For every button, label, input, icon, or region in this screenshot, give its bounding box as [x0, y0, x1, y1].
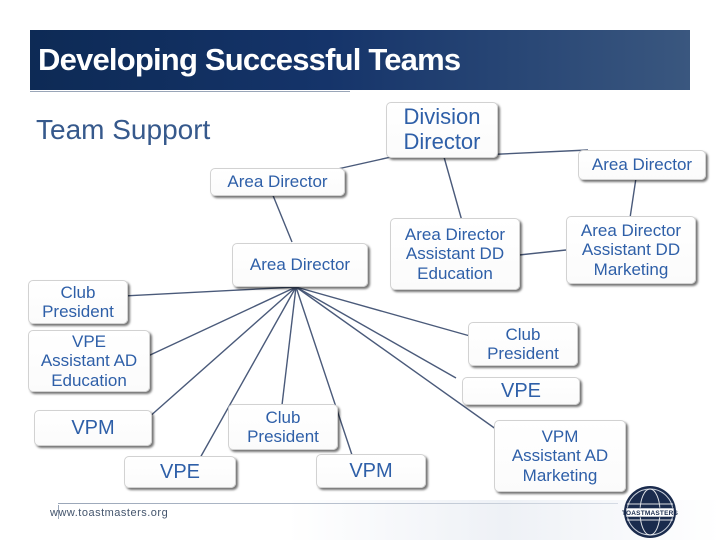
- area-director-assistant-education-box: Area Director Assistant DD Education: [390, 218, 520, 290]
- club-president-left-box: Club President: [28, 280, 128, 324]
- connector-line: [147, 286, 297, 419]
- connector-line: [443, 156, 463, 222]
- connector-line: [295, 286, 501, 433]
- title-divider: [30, 91, 350, 92]
- vpm-bottom-box: VPM: [316, 454, 426, 488]
- page-title: Developing Successful Teams: [38, 42, 461, 77]
- connector-line: [479, 149, 589, 156]
- vpe-assistant-ad-education-box: VPE Assistant AD Education: [28, 330, 150, 392]
- connector-line: [123, 286, 297, 297]
- toastmasters-logo-icon: TOASTMASTERS: [622, 486, 678, 538]
- connector-line: [271, 192, 293, 243]
- connector-line: [147, 286, 297, 357]
- area-director-assistant-marketing-box: Area Director Assistant DD Marketing: [566, 216, 696, 284]
- vpe-bottom-box: VPE: [124, 456, 236, 488]
- footer-divider: [58, 503, 618, 504]
- connector-line: [295, 286, 353, 456]
- connector-line: [295, 286, 457, 379]
- area-director-upper-box: Area Director: [210, 168, 345, 196]
- footer-tick: [58, 505, 59, 519]
- area-director-middle-box: Area Director: [232, 243, 368, 287]
- footer-url: www.toastmasters.org: [50, 507, 169, 519]
- vpe-right-box: VPE: [462, 377, 580, 405]
- club-president-center-box: Club President: [228, 404, 338, 450]
- title-bar: [30, 30, 690, 90]
- area-director-top-right-box: Area Director: [578, 150, 706, 180]
- logo-lettering: TOASTMASTERS: [622, 510, 678, 517]
- division-director-box: Division Director: [386, 102, 498, 158]
- connector-line: [199, 286, 297, 459]
- connector-line: [281, 286, 297, 406]
- subtitle: Team Support: [36, 114, 211, 145]
- connector-line: [518, 249, 567, 256]
- connector-line: [629, 177, 637, 219]
- vpm-assistant-ad-marketing-box: VPM Assistant AD Marketing: [494, 420, 626, 492]
- club-president-right-box: Club President: [468, 322, 578, 366]
- footer-band: [0, 500, 720, 540]
- connector-line: [295, 286, 471, 337]
- vpm-left-box: VPM: [34, 410, 152, 446]
